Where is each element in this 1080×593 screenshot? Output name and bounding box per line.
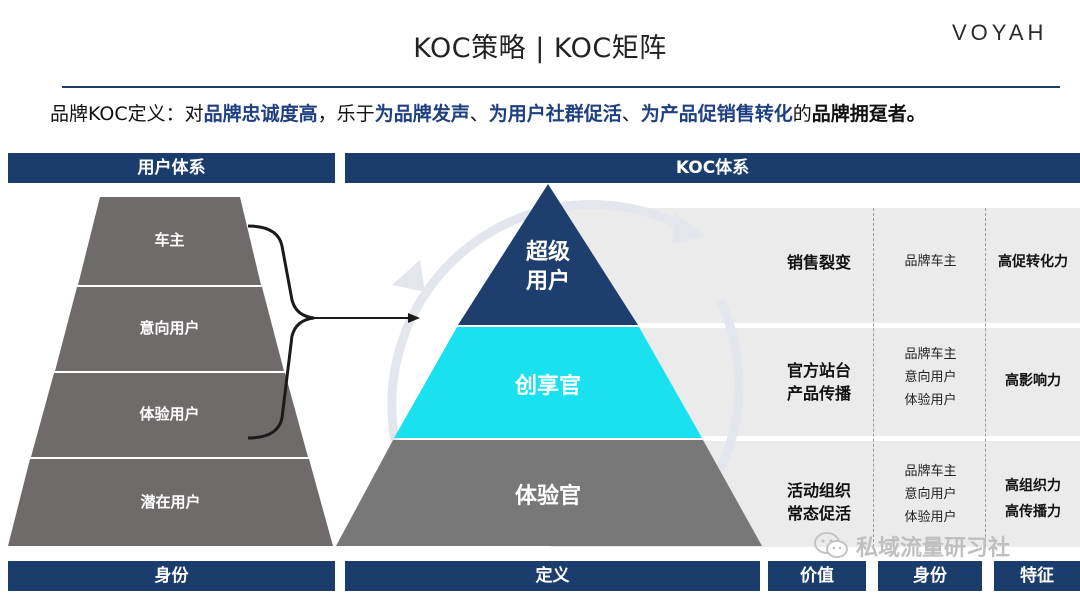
identity-cell: 品牌车主 意向用户 体验用户 bbox=[876, 343, 985, 412]
identity-line: 意向用户 bbox=[904, 370, 957, 385]
page-title: KOC策略 | KOC矩阵 bbox=[413, 33, 667, 64]
identity-line: 品牌车主 bbox=[904, 347, 957, 362]
user-funnel bbox=[8, 197, 333, 546]
definition-part: 的 bbox=[792, 103, 812, 125]
definition-highlight: 为用户社群促活 bbox=[488, 103, 622, 125]
identity-line: 品牌车主 bbox=[904, 464, 957, 479]
feature-line: 高组织力 bbox=[1005, 478, 1061, 494]
pyramid-label-sharer: 创享官 bbox=[514, 374, 581, 399]
feature-cell: 高促转化力 bbox=[998, 254, 1068, 270]
value-line: 常态促活 bbox=[786, 504, 851, 523]
koc-system-header: KOC体系 bbox=[345, 153, 1080, 183]
arrow-head bbox=[408, 313, 420, 323]
funnel-level-trial bbox=[31, 373, 308, 457]
definition-part: 、 bbox=[469, 103, 489, 125]
brand-logo: VOYAH bbox=[952, 20, 1048, 45]
watermark-text: 私域流量研习社 bbox=[856, 536, 1011, 561]
title-divider bbox=[62, 86, 1060, 88]
definition-part: 、 bbox=[621, 103, 641, 125]
footer-identity: 身份 bbox=[8, 561, 335, 591]
definition-highlight: 品牌忠诚度高 bbox=[203, 103, 318, 125]
definition-highlight: 为品牌发声 bbox=[374, 103, 470, 125]
funnel-level-potential bbox=[8, 459, 333, 546]
cycle-arrow-arc bbox=[715, 298, 744, 472]
footer-feature: 特征 bbox=[994, 561, 1080, 591]
user-system-header: 用户体系 bbox=[8, 153, 335, 183]
feature-cell: 高组织力 高传播力 bbox=[988, 473, 1078, 525]
pyramid-label-line: 用户 bbox=[525, 269, 570, 294]
koc-definition: 品牌KOC定义：对品牌忠诚度高，乐于为品牌发声、为用户社群促活、为产品促销售转化… bbox=[50, 99, 926, 126]
funnel-label: 意向用户 bbox=[139, 319, 200, 337]
definition-bold: 品牌拥趸者。 bbox=[811, 103, 926, 125]
feature-line: 高传播力 bbox=[1005, 504, 1061, 520]
funnel-label: 车主 bbox=[154, 231, 185, 249]
identity-cell: 品牌车主 意向用户 体验用户 bbox=[876, 460, 985, 529]
value-cell: 活动组织 常态促活 bbox=[768, 479, 870, 525]
value-line: 产品传播 bbox=[786, 384, 851, 403]
pyramid-level-sharer bbox=[394, 327, 702, 438]
feature-cell: 高影响力 bbox=[1005, 373, 1061, 389]
cycle-arrow-head bbox=[672, 212, 705, 244]
koc-row-panel-top bbox=[550, 208, 1080, 323]
value-line: 活动组织 bbox=[786, 481, 851, 500]
column-divider bbox=[985, 208, 986, 547]
pyramid-level-super-user bbox=[458, 184, 638, 325]
funnel-label: 体验用户 bbox=[139, 405, 200, 423]
value-cell: 官方站台 产品传播 bbox=[768, 359, 870, 405]
definition-part: 品牌KOC定义：对 bbox=[50, 103, 204, 125]
definition-highlight: 为产品促销售转化 bbox=[640, 103, 793, 125]
funnel-label: 潜在用户 bbox=[140, 493, 201, 511]
definition-part: ，乐于 bbox=[317, 103, 375, 125]
pyramid-level-experiencer bbox=[336, 440, 762, 546]
identity-line: 体验用户 bbox=[904, 510, 957, 525]
identity-cell: 品牌车主 bbox=[904, 254, 957, 269]
value-line: 官方站台 bbox=[786, 361, 851, 380]
wechat-icon bbox=[814, 532, 848, 558]
identity-line: 意向用户 bbox=[904, 487, 957, 502]
footer-definition: 定义 bbox=[345, 561, 760, 591]
koc-pyramid bbox=[336, 184, 762, 546]
cycle-arrow-arc bbox=[387, 200, 682, 441]
pyramid-label-line: 超级 bbox=[525, 240, 570, 265]
identity-line: 体验用户 bbox=[904, 393, 957, 408]
pyramid-label-experiencer: 体验官 bbox=[514, 484, 581, 509]
column-divider bbox=[873, 208, 874, 547]
value-cell: 销售裂变 bbox=[786, 253, 851, 272]
cycle-arrow-head bbox=[392, 260, 425, 292]
footer-value: 价值 bbox=[768, 561, 866, 591]
funnel-level-intent bbox=[55, 287, 284, 371]
pyramid-label-super-user: 超级 用户 bbox=[488, 238, 608, 296]
funnel-level-owner bbox=[78, 197, 261, 285]
footer-identity-2: 身份 bbox=[878, 561, 982, 591]
